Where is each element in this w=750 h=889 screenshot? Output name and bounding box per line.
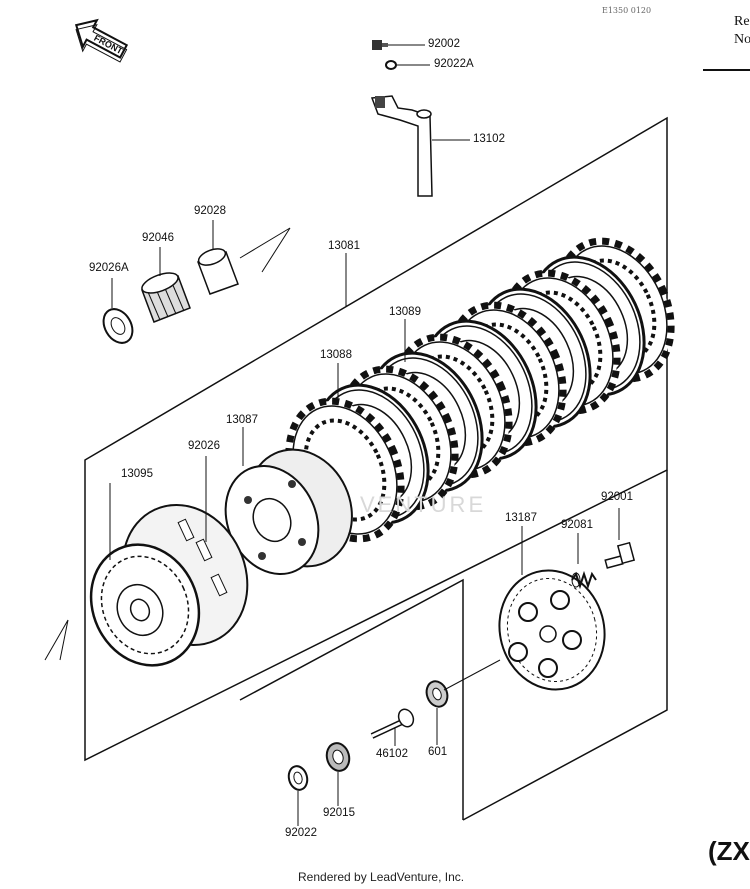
pressure-plate-boundary bbox=[239, 578, 464, 820]
needle-bearing-92046-icon bbox=[141, 272, 191, 323]
part-label-601[interactable]: 601 bbox=[428, 746, 448, 758]
diagram-code: E1350 0120 bbox=[602, 6, 652, 15]
front-arrow-icon: FRONT bbox=[74, 18, 129, 63]
washer-92022-icon bbox=[287, 765, 309, 791]
housing-guide-line bbox=[44, 619, 69, 661]
part-label-92081[interactable]: 92081 bbox=[561, 519, 593, 531]
bearing-601-icon bbox=[425, 680, 449, 708]
part-label-92026[interactable]: 92026 bbox=[188, 440, 220, 452]
clutch-plate-stack bbox=[285, 237, 675, 543]
washer-92022a-icon bbox=[385, 60, 397, 70]
part-label-92015[interactable]: 92015 bbox=[323, 807, 355, 819]
part-label-13102[interactable]: 13102 bbox=[473, 133, 505, 145]
corner-text-2: No bbox=[734, 32, 750, 47]
washer-92026a-icon bbox=[102, 308, 134, 344]
part-label-13081[interactable]: 13081 bbox=[328, 240, 360, 252]
model-tag: (ZX bbox=[708, 836, 750, 866]
release-shaft-13102-icon bbox=[370, 95, 433, 197]
clutch-housing-13095-icon bbox=[89, 503, 249, 667]
bolt-92001-icon bbox=[604, 541, 636, 569]
part-label-92022a[interactable]: 92022A bbox=[434, 58, 474, 70]
pressure-plate-boundary-2 bbox=[462, 470, 668, 821]
pressure-plate-13187-icon bbox=[498, 569, 606, 691]
bearing-guide-line bbox=[239, 227, 291, 273]
sleeve-92028-icon bbox=[197, 248, 239, 295]
part-label-92022[interactable]: 92022 bbox=[285, 827, 317, 839]
part-label-13087[interactable]: 13087 bbox=[226, 414, 258, 426]
part-label-92046[interactable]: 92046 bbox=[142, 232, 174, 244]
part-label-92026a[interactable]: 92026A bbox=[89, 262, 129, 274]
clutch-hub-13087-icon bbox=[224, 448, 353, 576]
footer-credit: Rendered by LeadVenture, Inc. bbox=[298, 870, 465, 884]
part-label-13187[interactable]: 13187 bbox=[505, 512, 537, 524]
part-label-13089[interactable]: 13089 bbox=[389, 306, 421, 318]
pushrod-46102-icon bbox=[370, 708, 415, 739]
part-label-92001[interactable]: 92001 bbox=[601, 491, 633, 503]
nut-92015-icon bbox=[325, 742, 351, 772]
watermark: VENTURE bbox=[360, 492, 487, 517]
part-label-92028[interactable]: 92028 bbox=[194, 205, 226, 217]
part-label-13088[interactable]: 13088 bbox=[320, 349, 352, 361]
part-label-46102[interactable]: 46102 bbox=[376, 748, 408, 760]
part-label-92002[interactable]: 92002 bbox=[428, 38, 460, 50]
bolt-92002-icon bbox=[372, 40, 388, 50]
part-label-13095[interactable]: 13095 bbox=[121, 468, 153, 480]
leader-lines bbox=[109, 44, 620, 826]
spring-92081-icon bbox=[571, 570, 597, 590]
corner-text-1: Re bbox=[734, 14, 750, 29]
